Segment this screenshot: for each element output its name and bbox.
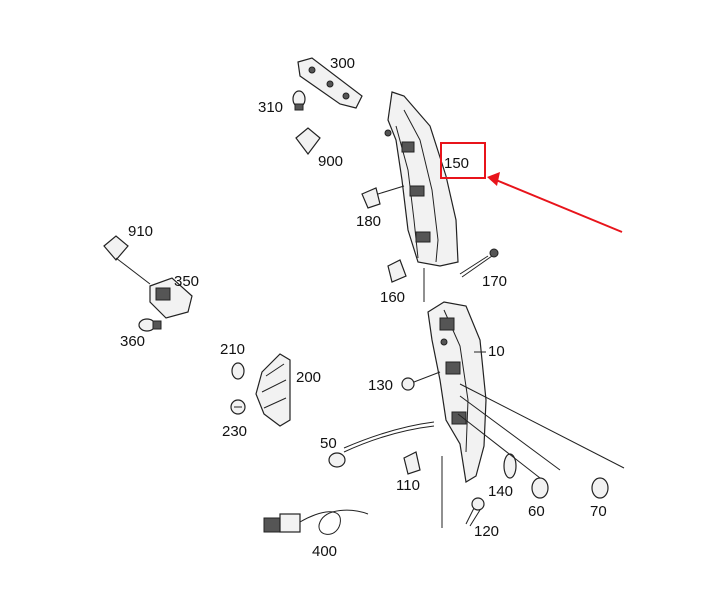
part-160-nut[interactable] [387,259,407,283]
label-170: 170 [482,273,507,290]
label-10: 10 [488,343,505,360]
part-900-seal[interactable] [295,127,321,155]
part-170-screw[interactable] [459,248,499,278]
part-60-bulb[interactable] [531,477,549,499]
label-60: 60 [528,503,545,520]
part-910-seal[interactable] [103,235,151,285]
part-70-bulb[interactable] [591,477,609,499]
part-300-bulb-carrier[interactable] [297,57,363,109]
label-180: 180 [356,213,381,230]
label-160: 160 [380,289,405,306]
part-350-socket[interactable] [149,277,193,319]
label-360: 360 [120,333,145,350]
part-310-bulb[interactable] [292,90,306,111]
part-230-screw[interactable] [230,399,246,415]
part-200-lamp[interactable] [255,353,291,427]
highlight-150 [440,142,623,233]
part-180-clip[interactable] [361,185,405,209]
label-210: 210 [220,341,245,358]
part-210-bulb[interactable] [231,362,245,380]
label-300: 300 [330,55,355,72]
part-10-lower-housing[interactable] [427,301,487,483]
label-110: 110 [396,477,420,494]
part-400-wiring-harness[interactable] [263,509,369,535]
part-50-bulb-socket[interactable] [328,421,435,468]
label-910: 910 [128,223,153,240]
label-130: 130 [368,377,393,394]
label-120: 120 [474,523,499,540]
label-350: 350 [174,273,199,290]
part-150-upper-housing[interactable] [384,91,459,267]
label-310: 310 [258,99,283,116]
label-400: 400 [312,543,337,560]
part-130-clip[interactable] [401,371,441,391]
label-50: 50 [320,435,337,452]
part-110-nut[interactable] [403,451,421,475]
label-900: 900 [318,153,343,170]
part-120-screw[interactable] [465,497,485,527]
label-230: 230 [222,423,247,440]
label-150[interactable]: 150 [444,155,469,172]
label-200: 200 [296,369,321,386]
label-140: 140 [488,483,513,500]
part-360-bulb[interactable] [138,318,162,332]
label-70: 70 [590,503,607,520]
